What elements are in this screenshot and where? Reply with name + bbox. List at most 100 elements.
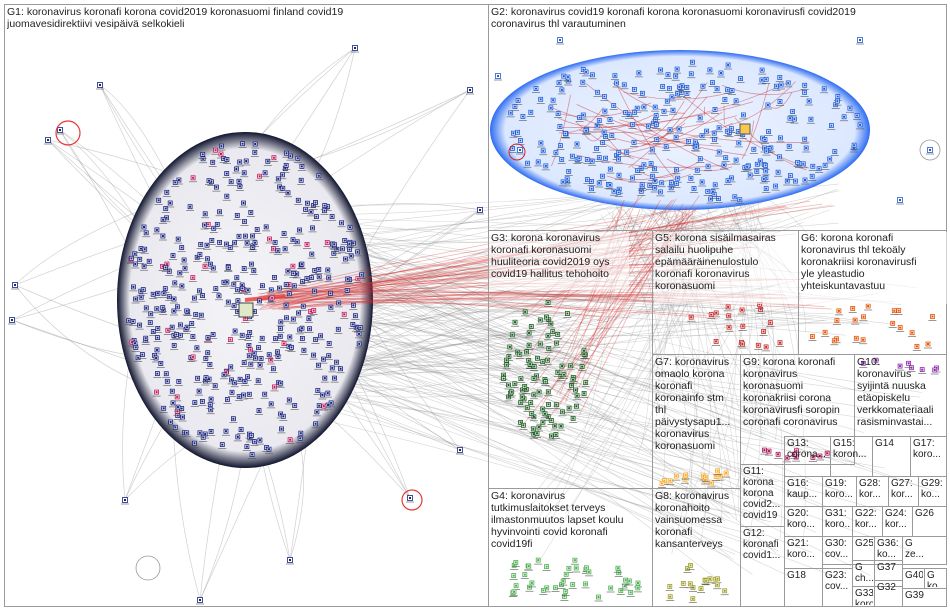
graph-node-fill [723, 98, 726, 101]
group-label-g2: G2: koronavirus covid19 koronafi korona … [491, 6, 856, 30]
graph-node-fill [225, 195, 228, 198]
graph-node-fill [549, 106, 552, 109]
graph-node-fill [238, 185, 241, 188]
graph-node-fill [156, 292, 159, 295]
graph-node-fill [517, 99, 520, 102]
graph-node-fill [604, 135, 607, 138]
graph-node-fill [742, 113, 745, 116]
graph-node-fill [352, 242, 355, 245]
graph-node-fill [161, 306, 164, 309]
graph-node-fill [735, 99, 738, 102]
graph-node-fill [617, 571, 620, 574]
graph-node-fill [186, 326, 189, 329]
graph-node-fill [716, 469, 719, 472]
graph-node-fill [192, 176, 195, 179]
graph-node-fill [544, 380, 547, 383]
graph-node-fill [897, 309, 900, 312]
graph-edge [258, 232, 701, 298]
graph-node-fill [152, 293, 155, 296]
graph-node-fill [526, 162, 529, 165]
graph-node-fill [174, 181, 177, 184]
graph-node-fill [193, 297, 196, 300]
graph-node-fill [633, 141, 635, 144]
graph-node-fill [352, 304, 355, 307]
graph-node-fill [710, 482, 713, 484]
graph-node-fill [778, 76, 781, 79]
graph-edge [282, 290, 607, 314]
graph-node-fill [809, 118, 812, 121]
graph-node-fill [516, 131, 519, 134]
graph-node-fill [214, 149, 217, 152]
graph-node-fill [609, 587, 612, 589]
graph-edge [576, 104, 747, 156]
group-label-g12: G12: koronafi covid1... [743, 528, 781, 561]
graph-node-fill [176, 395, 179, 398]
graph-node-fill [575, 405, 578, 408]
graph-node-fill [344, 258, 347, 260]
graph-node-fill [856, 114, 859, 117]
graph-node-fill [257, 379, 260, 382]
graph-node-fill [264, 171, 267, 174]
graph-edge [741, 83, 770, 160]
graph-node-fill [854, 319, 857, 322]
graph-node-fill [279, 382, 282, 385]
graph-node-fill [223, 373, 225, 376]
graph-node-fill [727, 305, 730, 308]
graph-edge [622, 191, 666, 522]
graph-node-fill [322, 405, 325, 408]
graph-node-fill [899, 326, 902, 329]
graph-node-fill [318, 275, 321, 278]
graph-node-fill [335, 361, 338, 364]
graph-node-fill [561, 410, 564, 413]
graph-node-fill [409, 497, 411, 499]
graph-node-fill [660, 181, 663, 184]
graph-node-fill [240, 428, 243, 431]
graph-edge [606, 190, 684, 472]
graph-node-fill [242, 202, 245, 204]
graph-node-fill [763, 147, 766, 149]
graph-node-fill [637, 71, 640, 74]
graph-node-fill [199, 243, 202, 246]
graph-node-fill [302, 349, 305, 352]
graph-node-fill [177, 238, 180, 241]
graph-node-fill [241, 284, 244, 286]
group-label-g7: G7: koronavirus omaolo korona koronafi k… [655, 356, 731, 452]
graph-node-fill [340, 221, 343, 224]
group-label-g10: G10: koronavirus syijintä nuuska etäopis… [857, 356, 934, 428]
graph-node-fill [544, 164, 547, 167]
graph-node-fill [669, 595, 672, 598]
graph-node-fill [891, 322, 894, 325]
graph-node-fill [317, 174, 320, 177]
graph-node-fill [330, 401, 333, 404]
graph-node-fill [202, 157, 205, 160]
graph-node-fill [300, 263, 303, 266]
graph-node-fill [516, 351, 519, 354]
graph-node-fill [161, 265, 164, 268]
graph-node-fill [317, 268, 320, 271]
graph-node-fill [690, 316, 693, 319]
graph-node-fill [226, 398, 229, 401]
graph-node-fill [711, 81, 714, 84]
graph-node-fill [208, 378, 211, 381]
graph-node-fill [243, 267, 246, 270]
graph-node-fill [272, 247, 275, 250]
graph-edge [99, 84, 173, 185]
graph-edge [268, 253, 689, 309]
graph-node-fill [859, 123, 862, 126]
graph-node-fill [641, 183, 644, 186]
graph-node-fill [705, 579, 708, 582]
graph-node-fill [765, 345, 768, 348]
graph-node-fill [833, 150, 836, 153]
graph-node-fill [539, 319, 542, 321]
graph-node-fill [541, 408, 544, 410]
graph-node-fill [333, 377, 336, 380]
graph-node-fill [805, 147, 808, 149]
graph-node-fill [539, 142, 542, 144]
graph-node-fill [554, 433, 557, 436]
graph-node-fill [235, 276, 238, 279]
graph-edge [296, 242, 939, 493]
graph-node-fill [161, 235, 164, 237]
graph-node-fill [713, 132, 716, 135]
self-loop [135, 555, 161, 581]
